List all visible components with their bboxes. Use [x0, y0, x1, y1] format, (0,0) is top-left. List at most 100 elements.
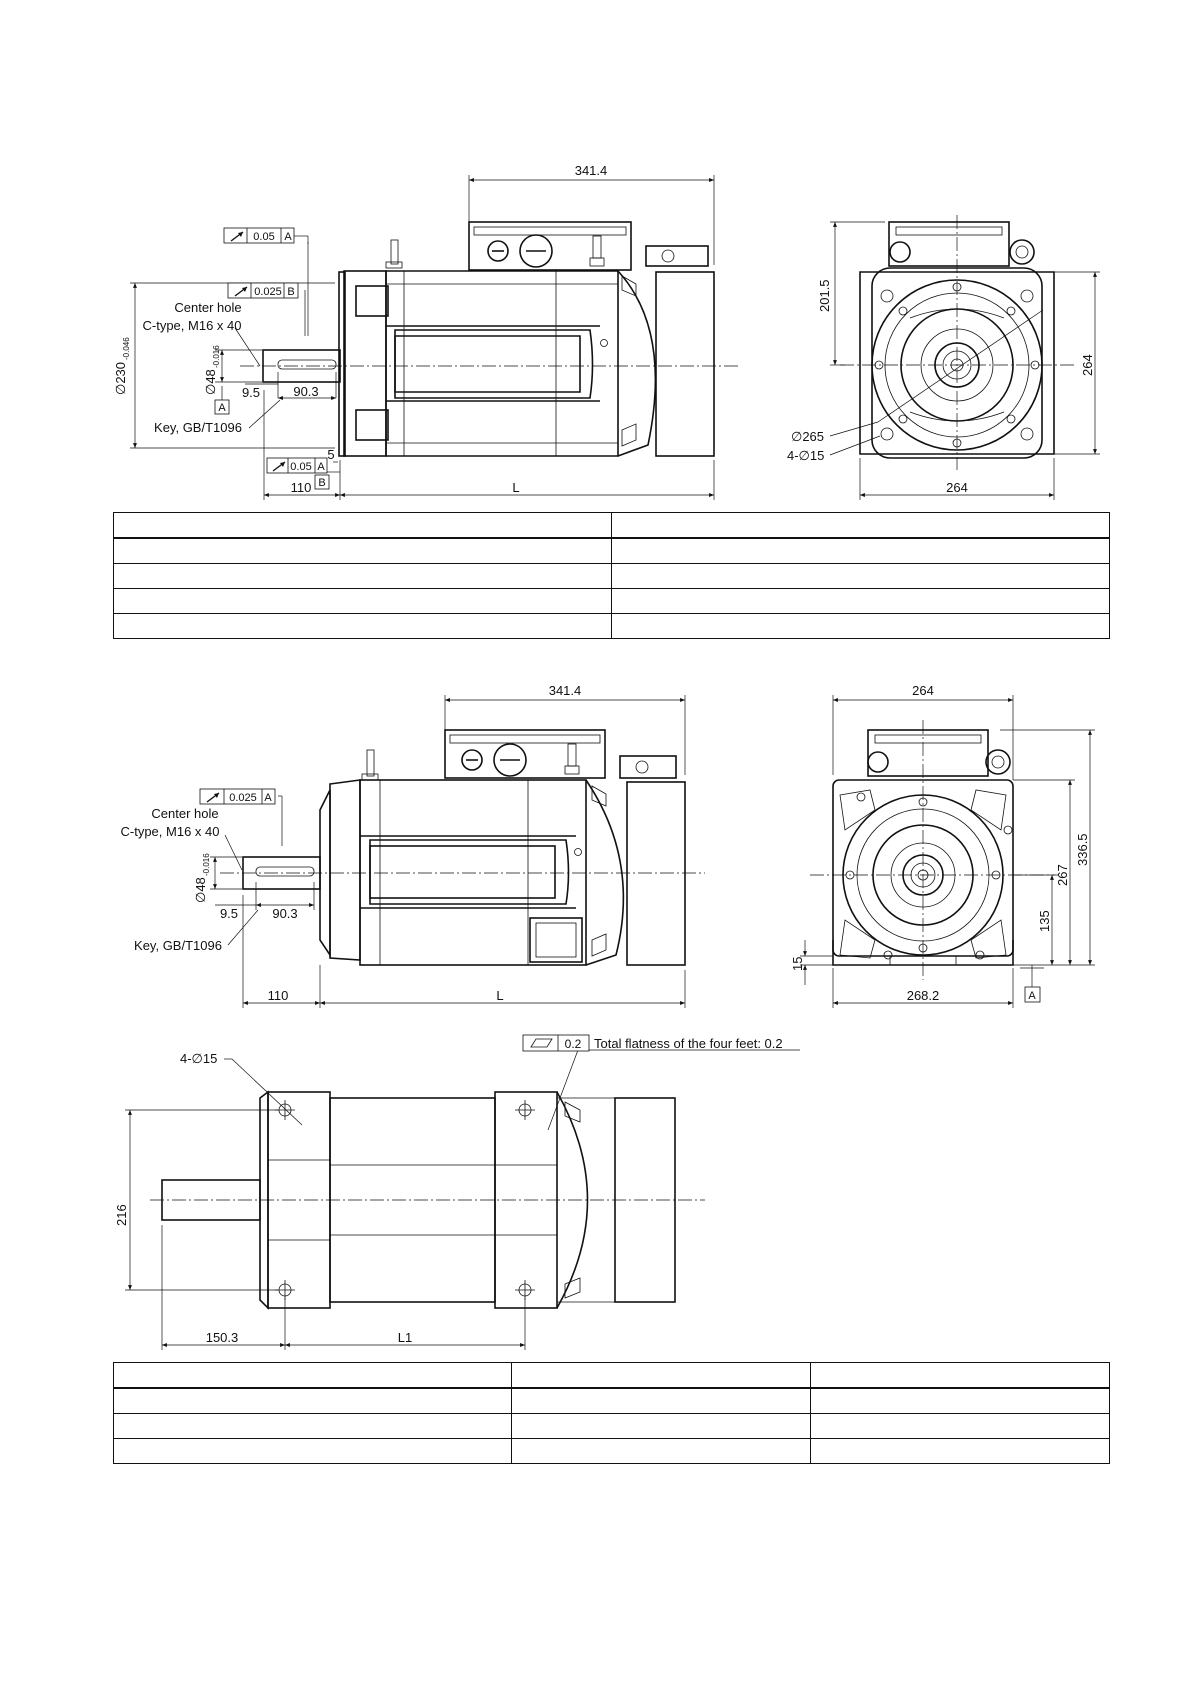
view1-front-side: 264	[1080, 354, 1095, 376]
view1-key-length: 90.3	[293, 384, 318, 399]
view1-datum-a-label: A	[218, 402, 226, 414]
table-cell	[511, 1387, 812, 1414]
view2-front-drawing	[810, 720, 1055, 980]
view1-flange-dia-tol: -0.046	[122, 337, 131, 360]
table-cell	[611, 537, 1110, 564]
table-cell	[810, 1387, 1110, 1414]
view2-shaft-dia: ∅48	[193, 877, 208, 903]
view2-runout-value: 0.025	[229, 792, 257, 804]
view3-flatness-value: 0.2	[565, 1037, 582, 1051]
table-cell	[113, 563, 612, 589]
table-row	[113, 588, 1110, 614]
view2-center-hole-line2: C-type, M16 x 40	[121, 824, 220, 839]
view1-center-hole-line2: C-type, M16 x 40	[143, 318, 242, 333]
view1-runout-frame-3: 0.05 A	[266, 457, 328, 474]
view2-center-hole-line1: Center hole	[151, 806, 218, 821]
view2-shaft-length: 110	[268, 988, 289, 1003]
view3-bottom-drawing	[150, 1090, 705, 1310]
view1-runout2-value: 0.025	[254, 286, 282, 298]
view1-terminal-box-length: 341.4	[575, 163, 608, 178]
view2-terminal-box-length: 341.4	[549, 683, 582, 698]
view2-front-datum-label: A	[1028, 990, 1036, 1002]
view3-dimensions	[125, 1049, 800, 1350]
table-cell	[611, 588, 1110, 614]
spec-table-1	[113, 512, 1110, 639]
view1-key-label: Key, GB/T1096	[154, 420, 242, 435]
table-cell	[511, 1438, 812, 1464]
table-row	[112, 1413, 1110, 1439]
view3-flatness-note: Total flatness of the four feet: 0.2	[594, 1036, 783, 1051]
table-cell	[511, 1413, 812, 1439]
view2-body-length: L	[496, 988, 503, 1003]
flatness-icon	[530, 1038, 553, 1048]
view2-front-total-height: 336.5	[1075, 833, 1090, 866]
table-row	[112, 1387, 1110, 1414]
view1-datum-b-label: B	[318, 477, 325, 489]
table-row	[112, 1438, 1110, 1464]
table-cell	[112, 1413, 513, 1439]
view1-flange-thickness: 5	[327, 447, 334, 462]
view2-front-dimensions	[800, 695, 1095, 1008]
view1-body-length: L	[512, 480, 519, 495]
table-row	[113, 563, 1110, 589]
view1-runout1-datum: A	[284, 231, 292, 243]
view1-runout3-datum: A	[317, 461, 325, 473]
view1-shaft-length: 110	[291, 480, 312, 495]
view2-shaft-dia-tol: -0.016	[202, 853, 211, 876]
table-row	[113, 537, 1110, 564]
table-cell	[113, 512, 612, 539]
view1-flange-dia: ∅230	[113, 362, 128, 395]
view2-key-length: 90.3	[272, 906, 297, 921]
table-cell	[810, 1438, 1110, 1464]
view2-front-top-width: 264	[912, 683, 934, 698]
table-row	[113, 613, 1110, 639]
view1-front-height: 201.5	[817, 279, 832, 312]
table-cell	[112, 1387, 513, 1414]
view2-runout-datum: A	[264, 792, 272, 804]
table-cell	[112, 1438, 513, 1464]
view2-front-box-height: 267	[1055, 864, 1070, 886]
view1-front-holes: 4-∅15	[787, 448, 824, 463]
view2-key-label: Key, GB/T1096	[134, 938, 222, 953]
view2-front-base-width: 268.2	[907, 988, 940, 1003]
table-cell	[113, 537, 612, 564]
table-cell	[611, 512, 1110, 539]
table-cell	[113, 613, 612, 639]
view2-front-shaft-height: 135	[1037, 910, 1052, 932]
table-cell	[511, 1362, 812, 1389]
spec-table-2	[112, 1362, 1110, 1464]
view3-shaft-to-foot: 150.3	[206, 1330, 239, 1345]
view1-shaft-dia: ∅48	[203, 369, 218, 395]
view2-side-drawing	[220, 729, 705, 966]
view3-flatness-frame: 0.2	[522, 1034, 590, 1052]
table-cell	[112, 1362, 513, 1389]
view3-foot-distance: L1	[398, 1330, 412, 1345]
view1-runout2-datum: B	[287, 286, 294, 298]
spec-table-2-body	[112, 1362, 1110, 1464]
view1-runout3-value: 0.05	[290, 461, 311, 473]
view1-front-drawing	[840, 215, 1075, 470]
table-cell	[810, 1413, 1110, 1439]
view1-runout-frame-1: 0.05 A	[223, 227, 309, 244]
view1-runout-frame-2: 0.025 B	[227, 282, 299, 299]
table-row	[112, 1362, 1110, 1389]
view1-front-pcd: ∅265	[791, 429, 824, 444]
table-cell	[611, 563, 1110, 589]
view1-key-offset: 9.5	[242, 385, 260, 400]
view3-foot-span: 216	[114, 1204, 129, 1226]
view1-runout1-value: 0.05	[253, 231, 274, 243]
view1-side-drawing	[240, 221, 740, 457]
view1-dimensions	[130, 175, 715, 500]
view1-shaft-dia-tol: -0.016	[212, 345, 221, 368]
table-row	[113, 512, 1110, 539]
table-cell	[611, 613, 1110, 639]
view2-dimensions	[210, 695, 686, 1008]
view2-front-foot-height: 15	[790, 957, 805, 971]
view1-center-hole-line1: Center hole	[174, 300, 241, 315]
view1-datum-b: B	[314, 474, 330, 490]
spec-table-1-body	[113, 512, 1110, 639]
view3-holes: 4-∅15	[180, 1051, 217, 1066]
view1-front-dimensions	[829, 221, 1100, 500]
table-cell	[810, 1362, 1110, 1389]
view1-front-width: 264	[946, 480, 968, 495]
